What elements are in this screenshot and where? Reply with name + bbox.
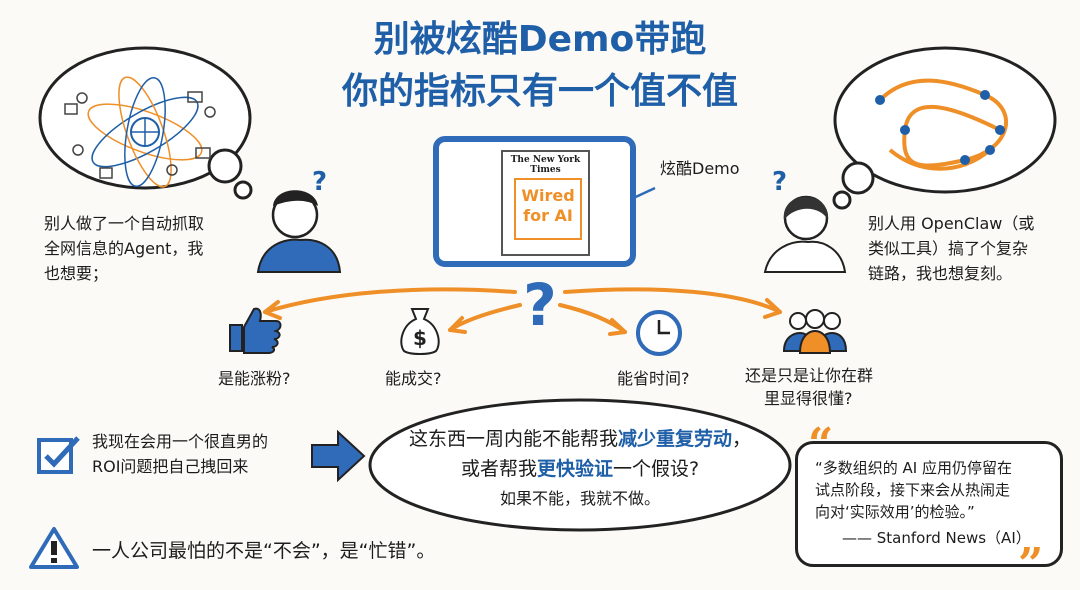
quote-box (795, 441, 1063, 567)
svg-text:$: $ (413, 326, 427, 350)
blue-arrow-icon (311, 429, 366, 483)
demo-screen: The New York Times Wired for AI (433, 136, 636, 267)
option-label-group-line1: 还是只是让你在群 (745, 366, 874, 385)
newspaper-masthead: The New York Times (510, 155, 581, 175)
headline-box: Wired for AI (514, 178, 582, 240)
checklist-line1: 我现在会用一个很直男的 (92, 432, 269, 451)
top-left-text-line1: 别人做了一个自动抓取 (44, 214, 205, 233)
top-right-thought-cloud (832, 46, 1057, 210)
page-title-line1: 别被炫酷Demo带跑 (373, 19, 707, 60)
headline-line2: for AI (523, 206, 573, 225)
top-right-text-line2: 类似工具）搞了个复杂 (868, 239, 1029, 258)
right-person-thinking: ? (763, 167, 847, 273)
thumbs-up-icon (229, 307, 282, 354)
cloud-line2-suffix: 一个假设? (612, 458, 700, 480)
checklist-line2: ROI问题把自己拽回来 (92, 457, 249, 476)
option-label-followers: 是能涨粉? (218, 369, 291, 388)
cloud-line1-suffix: ， (732, 428, 752, 450)
cloud-line3: 如果不能，我就不做。 (499, 489, 660, 508)
warning-icon (29, 527, 79, 569)
left-person-thinking: ? (256, 167, 342, 273)
quote-line2: 试点阶段，接下来会从热闹走 (815, 481, 1011, 499)
cloud-line2-highlight: 更快验证 (536, 458, 613, 480)
top-right-text-line3: 链路，我也想复刻。 (868, 264, 1013, 283)
money-bag-icon: $ (400, 308, 440, 355)
center-speech-cloud (368, 398, 792, 532)
option-label-time: 能省时间? (617, 369, 690, 388)
quote-line1: “多数组织的 AI 应用仍停留在 (815, 459, 1012, 477)
quote-open-mark: “ (808, 419, 834, 470)
option-label-sales: 能成交? (385, 369, 442, 388)
center-question-mark: ? (523, 271, 557, 339)
cloud-line2-prefix: 或者帮我 (460, 458, 537, 480)
page-title-line2: 你的指标只有一个值不值 (341, 71, 738, 112)
option-label-group-line2: 里显得很懂? (764, 389, 853, 408)
svg-text:?: ? (772, 167, 787, 197)
headline-line1: Wired (521, 186, 575, 205)
branch-arrows (263, 287, 782, 336)
demo-label: 炫酷Demo (660, 159, 740, 178)
top-left-text-line3: 也想要； (44, 264, 109, 283)
top-left-text-line2: 全网信息的Agent，我 (44, 239, 204, 258)
top-left-thought-cloud (38, 46, 253, 200)
warning-text: 一人公司最怕的不是“不会”，是“忙错”。 (92, 540, 436, 562)
quote-close-mark: ” (1018, 539, 1044, 590)
quote-line3: 向对‘实际效用’的检验。” (815, 503, 975, 521)
quote-source: —— Stanford News（AI） (842, 529, 1031, 547)
clock-icon (636, 310, 682, 356)
newspaper: The New York Times Wired for AI (501, 150, 590, 256)
group-icon (782, 309, 848, 354)
svg-text:?: ? (312, 167, 327, 197)
cloud-line1: 这东西一周内能不能帮我减少重复劳动， (380, 425, 780, 453)
cloud-line1-prefix: 这东西一周内能不能帮我 (408, 428, 618, 450)
cloud-line2: 或者帮我更快验证一个假设? (380, 455, 780, 483)
top-right-text-line1: 别人用 OpenClaw（或 (868, 214, 1035, 233)
cloud-line1-highlight: 减少重复劳动 (617, 428, 732, 450)
checkbox-icon (37, 436, 80, 474)
